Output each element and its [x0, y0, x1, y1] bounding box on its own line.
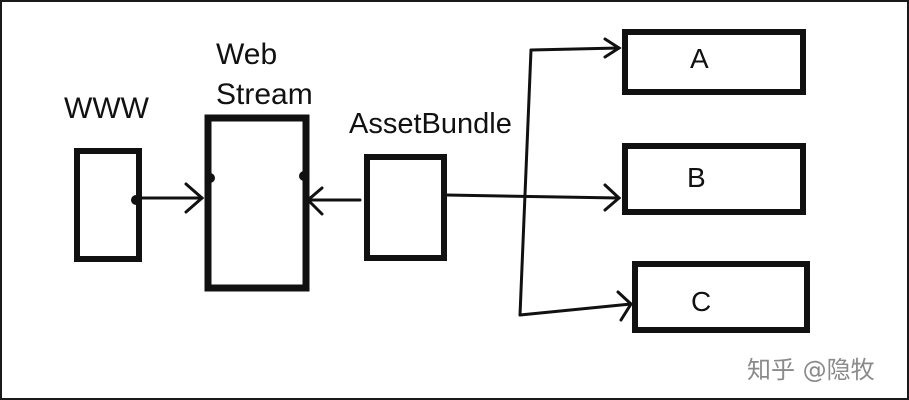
web-stream-label-line2: Stream	[216, 78, 313, 111]
www-label: WWW	[64, 92, 149, 125]
edge-asset-bundle-to-web-stream	[305, 186, 362, 216]
edge-asset-bundle-fanout	[444, 37, 633, 322]
node-b-label: B	[687, 162, 706, 193]
web-stream-box	[204, 114, 310, 292]
watermark: 知乎 @隐牧	[747, 356, 875, 384]
web-stream-label-line1: Web	[216, 38, 278, 71]
c-box	[632, 261, 810, 333]
web-stream-left-port-dot	[205, 173, 215, 183]
a-box	[622, 29, 806, 95]
node-a-label: A	[690, 43, 709, 74]
web-stream-right-port-dot	[299, 171, 309, 181]
node-c-label: C	[691, 286, 712, 317]
asset-bundle-box	[364, 154, 447, 261]
edge-www-to-web-stream	[136, 182, 205, 214]
b-box	[622, 143, 806, 215]
www-box	[74, 148, 142, 262]
asset-bundle-label: AssetBundle	[349, 108, 512, 140]
